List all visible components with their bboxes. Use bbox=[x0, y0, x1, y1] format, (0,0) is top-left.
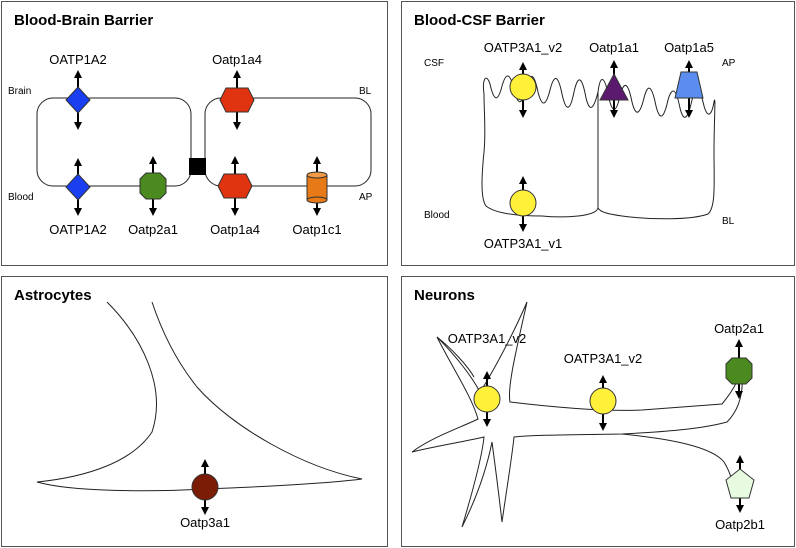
neuron-thin-dendrite bbox=[436, 336, 475, 378]
label-bl: BL bbox=[359, 86, 372, 97]
oatp1a4-top-transporter: Oatp1a4 bbox=[212, 52, 262, 130]
oatp3a1-v2-label: OATP3A1_v2 bbox=[484, 40, 563, 55]
panel-blood-brain-barrier: Blood-Brain Barrier Brain Blood BL AP OA… bbox=[1, 1, 388, 266]
oatp1a2-top-label: OATP1A2 bbox=[49, 52, 107, 67]
oatp1a5-transporter: Oatp1a5 bbox=[664, 40, 714, 118]
tight-junction bbox=[189, 158, 206, 175]
oatp1a2-bottom-transporter: OATP1A2 bbox=[49, 158, 107, 237]
neuron-lower-branch bbox=[621, 433, 733, 486]
label-brain: Brain bbox=[8, 86, 31, 97]
oatp1a5-label: Oatp1a5 bbox=[664, 40, 714, 55]
oatp1c1-transporter: Oatp1c1 bbox=[292, 156, 342, 237]
label-blood: Blood bbox=[424, 210, 450, 221]
oatp3a1-transporter: Oatp3a1 bbox=[180, 459, 230, 530]
astrocyte-outline bbox=[36, 301, 363, 492]
oatp3a1-v2-transporter: OATP3A1_v2 bbox=[484, 40, 563, 118]
panel-blood-csf-barrier: Blood-CSF Barrier CSF AP Blood BL OATP3A… bbox=[401, 1, 795, 266]
oatp1a1-transporter: Oatp1a1 bbox=[589, 40, 639, 118]
oatp2a1-label: Oatp2a1 bbox=[128, 222, 178, 237]
oatp3a1-v1-label: OATP3A1_v1 bbox=[484, 236, 563, 251]
panel-title: Blood-Brain Barrier bbox=[14, 12, 154, 29]
endothelial-cell-right bbox=[204, 97, 372, 187]
oatp2a1-transporter: Oatp2a1 bbox=[714, 321, 764, 399]
oatp2a1-label: Oatp2a1 bbox=[714, 321, 764, 336]
oatp3a1-v2-soma-transporter: OATP3A1_v2 bbox=[448, 331, 527, 427]
oatp1a4-top-label: Oatp1a4 bbox=[212, 52, 262, 67]
epithelial-cell-left bbox=[481, 75, 599, 218]
oatp2b1-transporter: Oatp2b1 bbox=[715, 455, 765, 532]
bcsf-diagram: CSF AP Blood BL OATP3A1_v2 Oatp1a1 bbox=[424, 40, 736, 251]
label-blood: Blood bbox=[8, 192, 34, 203]
oatp1a4-bottom-transporter: Oatp1a4 bbox=[210, 156, 260, 237]
oatp1a1-label: Oatp1a1 bbox=[589, 40, 639, 55]
astrocytes-diagram: Oatp3a1 bbox=[36, 301, 363, 530]
label-ap: AP bbox=[722, 58, 736, 69]
oatp2b1-label: Oatp2b1 bbox=[715, 517, 765, 532]
label-csf: CSF bbox=[424, 58, 444, 69]
oatp1a4-bottom-label: Oatp1a4 bbox=[210, 222, 260, 237]
oatp1c1-label: Oatp1c1 bbox=[292, 222, 341, 237]
panel-title: Blood-CSF Barrier bbox=[414, 12, 545, 29]
oatp1a2-bottom-label: OATP1A2 bbox=[49, 222, 107, 237]
bbb-diagram: Brain Blood BL AP OATP1A2 Oatp1a4 OATP1A… bbox=[8, 52, 373, 237]
oatp3a1-label: Oatp3a1 bbox=[180, 515, 230, 530]
panel-neurons: Neurons OATP3A1_v2 OATP3A1_v2 Oatp2a1 bbox=[401, 276, 795, 547]
panel-title: Astrocytes bbox=[14, 287, 92, 304]
oatp3a1-v2-process-transporter: OATP3A1_v2 bbox=[564, 351, 643, 431]
panel-astrocytes: Astrocytes Oatp3a1 bbox=[1, 276, 388, 547]
oatp1a2-top-transporter: OATP1A2 bbox=[49, 52, 107, 130]
endothelial-cell-left bbox=[36, 97, 192, 187]
oatp3a1-v1-transporter: OATP3A1_v1 bbox=[484, 176, 563, 251]
oatp2a1-transporter: Oatp2a1 bbox=[128, 156, 178, 237]
neurons-diagram: OATP3A1_v2 OATP3A1_v2 Oatp2a1 Oatp2b1 bbox=[411, 301, 765, 532]
oatp3a1-v2-soma-label: OATP3A1_v2 bbox=[448, 331, 527, 346]
epithelial-cell-right bbox=[597, 79, 716, 220]
panel-title: Neurons bbox=[414, 287, 475, 304]
label-ap: AP bbox=[359, 192, 373, 203]
label-bl: BL bbox=[722, 216, 735, 227]
oatp3a1-v2-process-label: OATP3A1_v2 bbox=[564, 351, 643, 366]
